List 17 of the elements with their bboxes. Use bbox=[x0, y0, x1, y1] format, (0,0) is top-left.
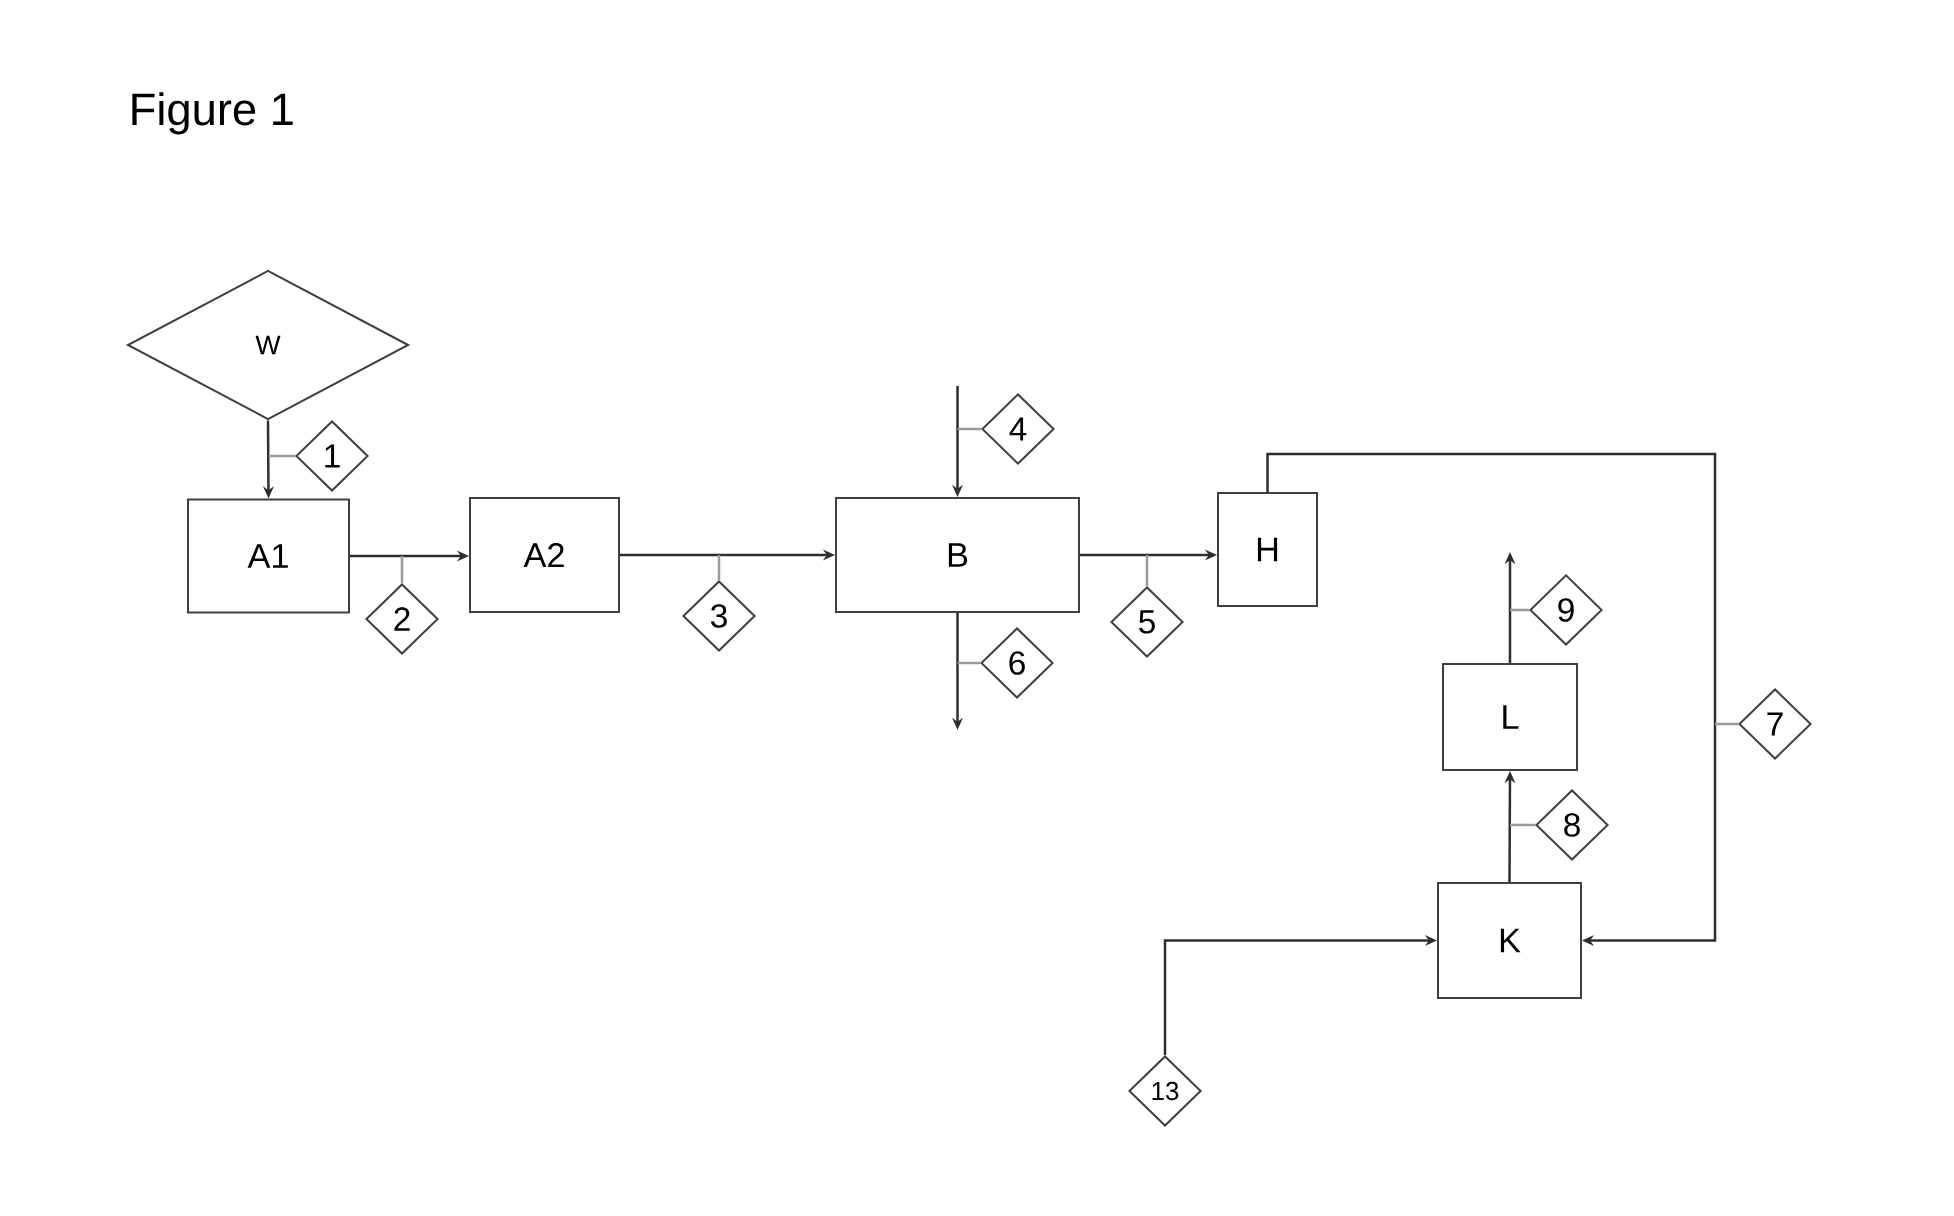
process-box: B bbox=[835, 497, 1080, 613]
process-box: L bbox=[1442, 663, 1578, 771]
leader-line bbox=[1715, 722, 1738, 726]
leader-line bbox=[1510, 823, 1535, 827]
process-box: K bbox=[1437, 882, 1582, 999]
process-box: A2 bbox=[469, 497, 620, 613]
figure-title: Figure 1 bbox=[132, 92, 293, 135]
leader-line bbox=[1510, 608, 1529, 612]
leader-line bbox=[268, 454, 295, 458]
leader-line bbox=[957, 661, 980, 665]
leader-line bbox=[717, 555, 721, 580]
leader-line bbox=[957, 427, 981, 431]
process-box: A1 bbox=[187, 498, 350, 614]
arrow bbox=[1266, 452, 1717, 946]
leader-line bbox=[1145, 555, 1149, 586]
leader-line bbox=[400, 556, 404, 583]
process-box: H bbox=[1217, 492, 1318, 607]
